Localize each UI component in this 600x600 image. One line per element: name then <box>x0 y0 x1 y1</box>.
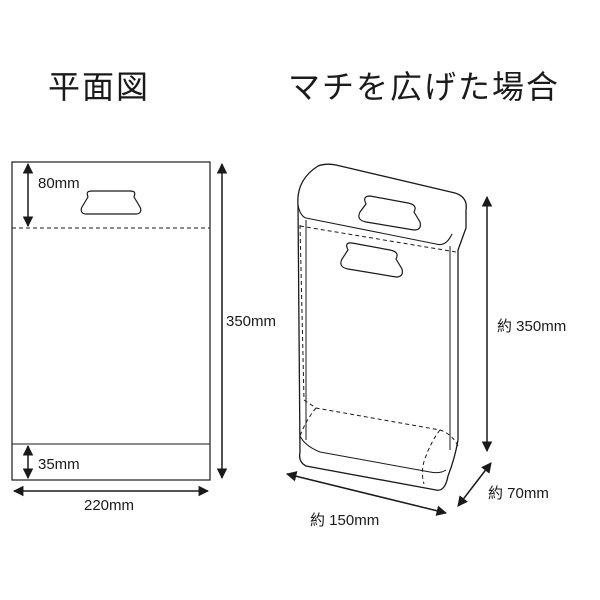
front-handle-hole <box>340 242 403 278</box>
back-handle-hole <box>358 195 421 231</box>
width-label: 220mm <box>84 497 134 514</box>
gusset-bag-outline <box>297 163 467 491</box>
flat-bag <box>11 161 211 481</box>
height-label: 350mm <box>226 313 276 330</box>
gusset-height-label: 約 350mm <box>497 318 566 335</box>
bottom-gusset-dash <box>299 399 459 485</box>
flat-bag-outline <box>11 161 211 481</box>
bottom-band-label: 35mm <box>38 456 80 473</box>
bottom-fold-edge <box>299 435 447 474</box>
gusset-view-title: マチを広げた場合 <box>288 68 561 106</box>
top-band-label: 80mm <box>38 175 80 192</box>
gusset-width-arrow <box>285 471 448 516</box>
flat-view-title: 平面図 <box>48 68 151 106</box>
gusset-depth-arrow <box>457 462 492 507</box>
left-vertical-dash <box>299 224 305 401</box>
flat-handle-hole <box>80 190 142 215</box>
inner-top-dash <box>299 225 457 253</box>
top-fold-edge <box>297 204 453 246</box>
gusset-depth-label: 約 70mm <box>488 485 549 502</box>
gusset-width-label: 約 150mm <box>310 512 379 529</box>
gusset-bag <box>297 163 467 491</box>
